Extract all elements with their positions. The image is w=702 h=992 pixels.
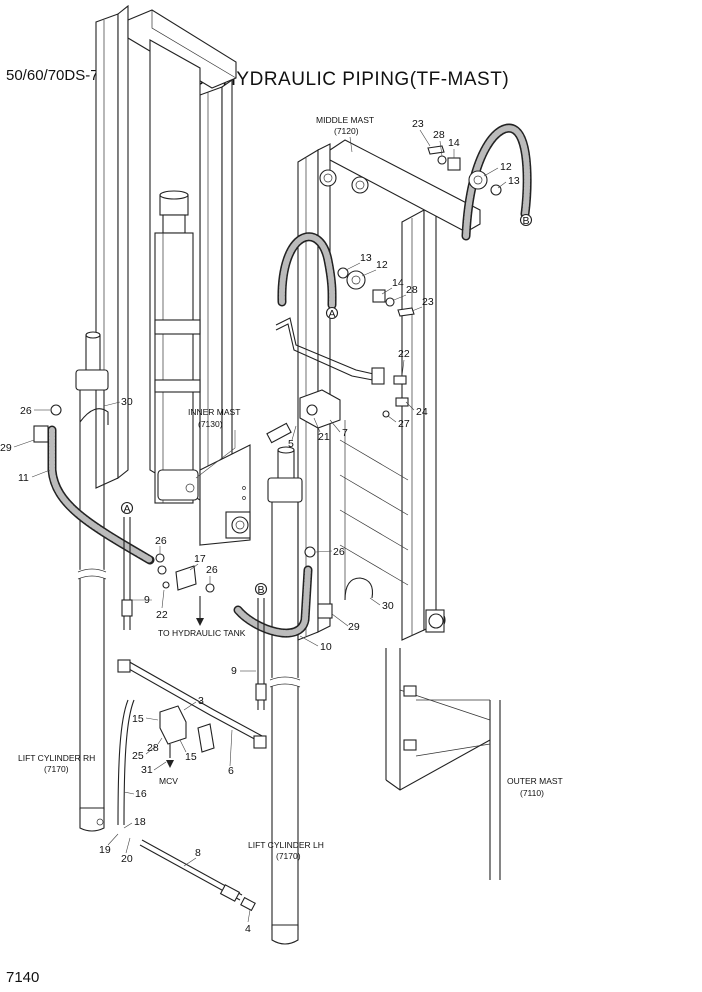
outer-mast-assembly <box>385 648 501 880</box>
callout-10: 10 <box>320 641 332 653</box>
callout-17: 17 <box>194 553 206 565</box>
callout-3: 3 <box>198 695 204 707</box>
elbow-17 <box>175 565 197 591</box>
callout-15: 15 <box>132 713 144 725</box>
connector-b-upper <box>519 213 533 227</box>
callout-16: 16 <box>135 788 147 800</box>
clamp-30-left <box>79 408 109 425</box>
pipe-6 <box>121 664 261 743</box>
callout-24: 24 <box>416 406 428 418</box>
lift-cylinder-rh-code: (7170) <box>44 764 69 774</box>
callout-25: 25 <box>132 750 144 762</box>
middle-mast-label: MIDDLE MAST <box>316 115 374 125</box>
callout-12: 12 <box>376 259 388 271</box>
callout-11: 11 <box>18 472 29 484</box>
lift-cylinder-rh <box>74 331 110 832</box>
inner-mast-label: INNER MAST <box>188 407 240 417</box>
callout-13: 13 <box>508 175 520 187</box>
part-callouts: 23 28 14 12 13 13 12 14 28 23 22 24 27 7… <box>0 118 520 935</box>
callout-4: 4 <box>245 923 251 935</box>
page-title: MAST HYDRAULIC PIPING(TF-MAST) <box>162 69 509 90</box>
connector-b-lower-label: B <box>257 584 264 596</box>
clamp-30-right <box>344 577 374 601</box>
clip-29-right <box>317 603 333 619</box>
callout-5: 5 <box>288 438 294 450</box>
callout-26: 26 <box>333 546 345 558</box>
callout-6: 6 <box>228 765 234 777</box>
middle-mast-assembly <box>297 139 481 641</box>
callout-13: 13 <box>360 252 372 264</box>
callout-14: 14 <box>392 277 404 289</box>
lift-cylinder-rh-label: LIFT CYLINDER RH <box>18 753 95 763</box>
callout-18: 18 <box>134 816 146 828</box>
callout-29: 29 <box>0 442 12 454</box>
callout-26: 26 <box>20 405 32 417</box>
callout-21: 21 <box>318 431 330 443</box>
connector-a-lower-label: A <box>123 503 130 515</box>
page-number: 7140 <box>6 969 39 986</box>
callout-22: 22 <box>156 609 168 621</box>
callout-7: 7 <box>342 427 348 439</box>
outer-mast-label: OUTER MAST <box>507 776 563 786</box>
connector-a-upper <box>325 306 339 320</box>
callout-30: 30 <box>382 600 394 612</box>
callout-15: 15 <box>185 751 197 763</box>
callout-9: 9 <box>231 665 237 677</box>
bolt-23-top <box>427 145 445 155</box>
lift-cylinder-lh-label: LIFT CYLINDER LH <box>248 840 324 850</box>
connector-a-lower <box>120 501 134 515</box>
callout-26: 26 <box>206 564 218 576</box>
to-hydraulic-tank-label: TO HYDRAULIC TANK <box>158 628 246 638</box>
lift-cylinder-lh <box>266 446 304 945</box>
callout-23: 23 <box>422 296 434 308</box>
connector-b-upper-label: B <box>522 215 529 227</box>
callout-8: 8 <box>195 847 201 859</box>
callout-27: 27 <box>398 418 410 430</box>
callout-31: 31 <box>141 764 153 776</box>
callout-29: 29 <box>348 621 360 633</box>
callout-28: 28 <box>406 284 418 296</box>
connector-b-lower <box>254 582 268 596</box>
callout-22: 22 <box>398 348 410 360</box>
middle-mast-code: (7120) <box>334 126 359 136</box>
outer-mast-code: (7110) <box>520 788 544 798</box>
inner-mast-assembly <box>95 4 251 546</box>
callout-14: 14 <box>448 137 460 149</box>
pipe-bracket <box>275 317 379 376</box>
callout-23: 23 <box>412 118 424 130</box>
mcv-block <box>159 705 187 745</box>
callout-28: 28 <box>433 129 445 141</box>
callout-20: 20 <box>121 853 133 865</box>
callout-30: 30 <box>121 396 133 408</box>
callout-12: 12 <box>500 161 512 173</box>
pipe-16 <box>117 699 129 826</box>
callout-28: 28 <box>147 742 159 754</box>
valve-block-7 <box>299 389 341 429</box>
clip-29-left <box>33 425 49 443</box>
mcv-label: MCV <box>159 776 178 786</box>
model-code: 50/60/70DS-7E <box>6 67 109 84</box>
callout-26: 26 <box>155 535 167 547</box>
inner-mast-code: (7130) <box>198 419 223 429</box>
lift-cylinder-lh-code: (7170) <box>276 851 301 861</box>
connector-a-upper-label: A <box>328 308 335 320</box>
callout-19: 19 <box>99 844 111 856</box>
